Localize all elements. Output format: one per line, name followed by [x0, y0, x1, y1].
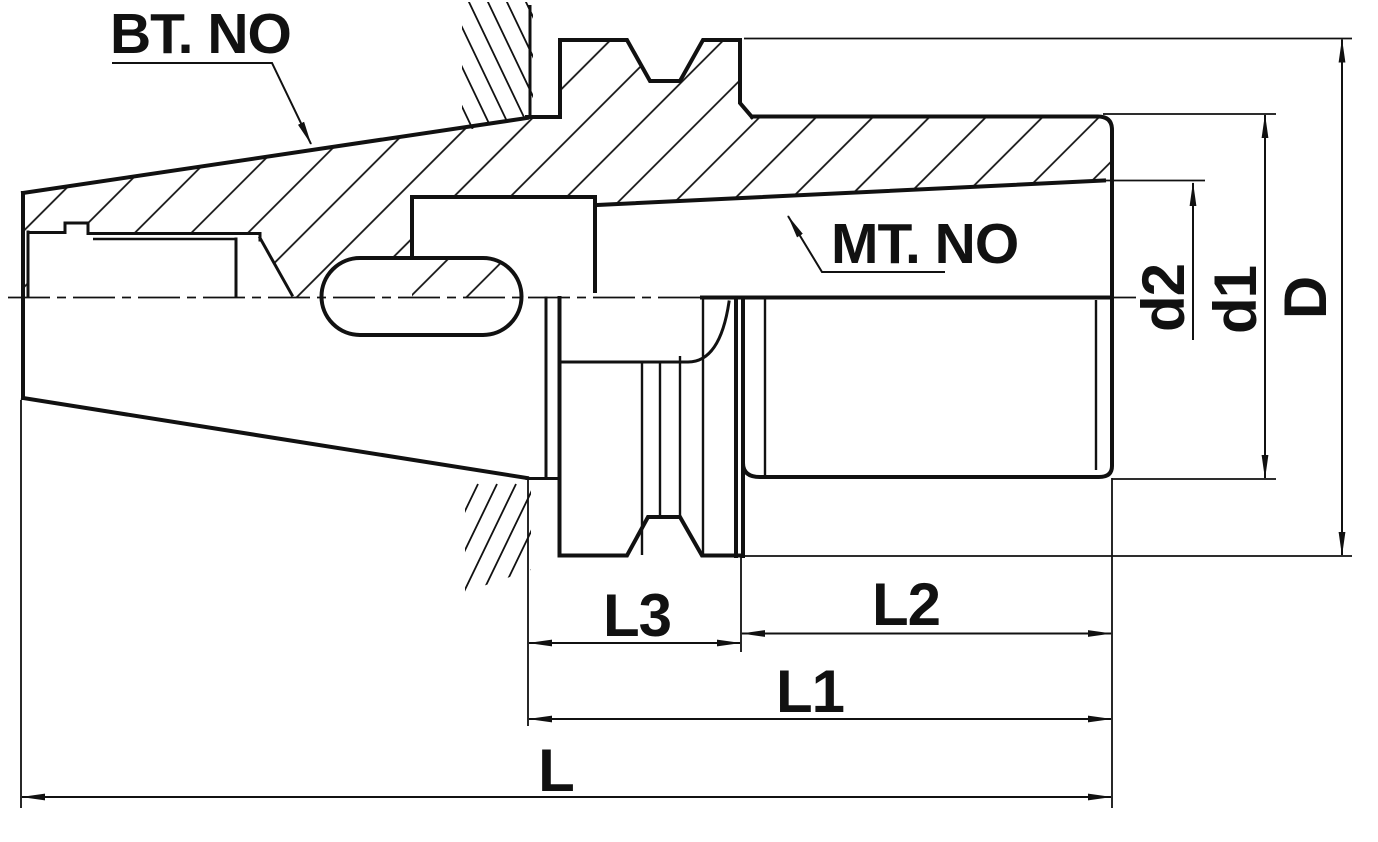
- dim-label-L: L: [538, 737, 574, 804]
- mt-taper-bore-edge: [594, 178, 1107, 208]
- dim-label-L3: L3: [603, 582, 671, 649]
- section-hatch-area: [23, 40, 1112, 298]
- mt-no-leader: [787, 215, 945, 273]
- bt-no-callout: BT. NO: [110, 2, 291, 66]
- leader-lines: [112, 62, 945, 273]
- flange-bottom-v-groove: [557, 515, 745, 558]
- spindle-face-hatch-top: [462, 2, 533, 131]
- dim-label-L2: L2: [872, 571, 940, 638]
- bt-taper-top-edge: [20, 115, 530, 196]
- bt-no-leader: [112, 62, 312, 145]
- flange-top-profile: [558, 38, 755, 120]
- dim-label-d1: d1: [1202, 266, 1269, 334]
- tang-seat: [410, 195, 597, 293]
- dim-label-d2: d2: [1130, 264, 1197, 332]
- mt-no-callout: MT. NO: [831, 212, 1018, 276]
- extension-lines: [20, 37, 1352, 808]
- part-outline: [20, 38, 1114, 558]
- dim-label-D: D: [1272, 277, 1339, 319]
- detail-lines: [26, 221, 731, 480]
- dim-label-L1: L1: [776, 658, 844, 725]
- dimension-lines: [21, 38, 1346, 801]
- spindle-face-hatch-bottom: [465, 483, 531, 592]
- thin-detail-lines: [93, 237, 1098, 555]
- bt-taper-bottom-edge: [20, 395, 530, 481]
- body-profile: [741, 114, 1114, 479]
- extraction-slot: [319, 256, 524, 337]
